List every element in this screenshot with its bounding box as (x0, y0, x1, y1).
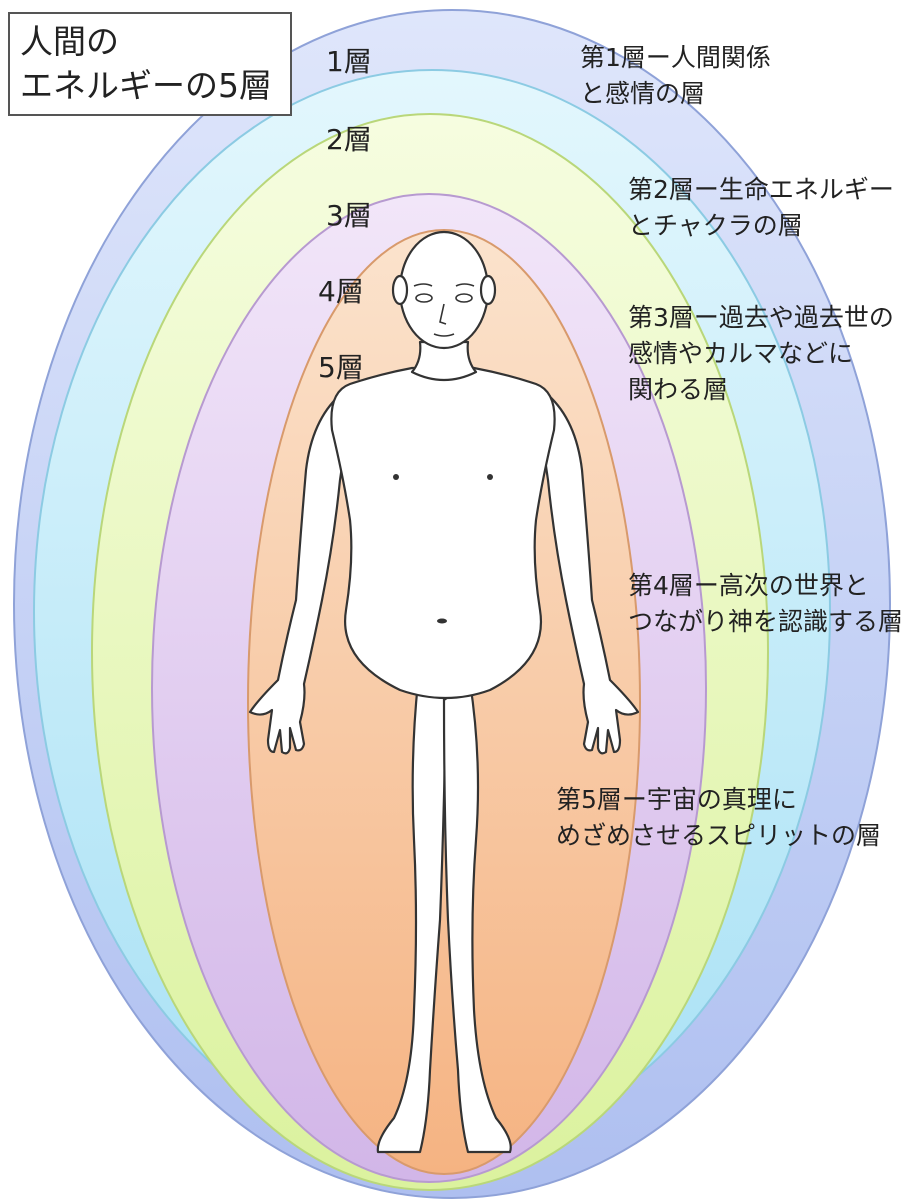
layer-2-desc-line: とチャクラの層 (628, 208, 894, 244)
layer-4-desc-line: 第4層ー高次の世界と (628, 568, 903, 604)
layer-4-number: 4層 (318, 270, 364, 310)
layer-1-desc-line: 第1層ー人間関係 (580, 40, 771, 76)
title-line-2: エネルギーの5層 (20, 64, 280, 108)
layer-3-desc-line: 感情やカルマなどに (628, 336, 894, 372)
layer-3-description: 第3層ー過去や過去世の 感情やカルマなどに 関わる層 (628, 300, 894, 408)
layer-5-desc-line: めざめさせるスピリットの層 (556, 818, 881, 854)
layer-5-description: 第5層ー宇宙の真理に めざめさせるスピリットの層 (556, 782, 881, 854)
layer-4-desc-line: つながり神を認識する層 (628, 604, 903, 640)
layer-5-number: 5層 (318, 346, 364, 386)
title-line-1: 人間の (20, 20, 280, 64)
layer-4-description: 第4層ー高次の世界と つながり神を認識する層 (628, 568, 903, 640)
layer-5-desc-line: 第5層ー宇宙の真理に (556, 782, 881, 818)
layer-2-desc-line: 第2層ー生命エネルギー (628, 172, 894, 208)
layer-1-number: 1層 (326, 40, 372, 80)
layer-3-desc-line: 関わる層 (628, 372, 894, 408)
diagram-title: 人間の エネルギーの5層 (8, 12, 292, 116)
layer-1-desc-line: と感情の層 (580, 76, 771, 112)
layer-2-number: 2層 (326, 118, 372, 158)
layer-1-description: 第1層ー人間関係 と感情の層 (580, 40, 771, 112)
layer-3-desc-line: 第3層ー過去や過去世の (628, 300, 894, 336)
layer-3-number: 3層 (326, 194, 372, 234)
layer-2-description: 第2層ー生命エネルギー とチャクラの層 (628, 172, 894, 244)
